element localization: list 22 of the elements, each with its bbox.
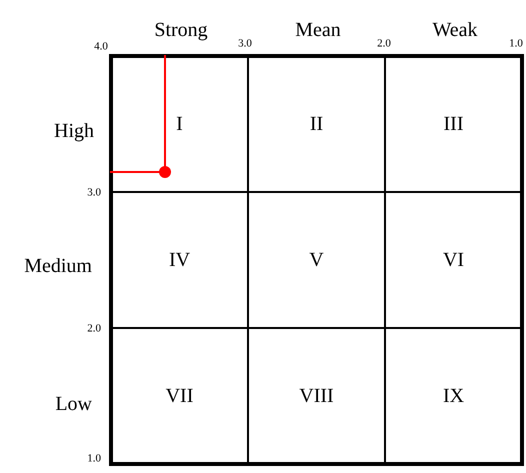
cell-numeral: VI [442, 250, 464, 270]
axis-category: Medium [24, 256, 92, 276]
cell-numeral: V [309, 250, 324, 270]
tick-value: 2.0 [87, 324, 101, 334]
cell-numeral: IV [168, 250, 190, 270]
cell-numeral: II [310, 114, 324, 134]
cell-numeral: III [444, 114, 464, 134]
cell-numeral: IX [442, 386, 464, 406]
axis-category: Weak [432, 20, 478, 40]
tick-value: 4.0 [94, 42, 108, 52]
cell-numeral: VIII [299, 386, 334, 406]
cell-numeral: I [176, 114, 183, 134]
tick-value: 3.0 [238, 38, 252, 50]
axis-category: Strong [154, 20, 208, 40]
tick-value: 2.0 [377, 38, 391, 50]
tick-value: 3.0 [87, 188, 101, 198]
tick-value: 1.0 [87, 454, 101, 464]
axis-category: Low [55, 394, 92, 414]
tick-value: 1.0 [509, 38, 523, 50]
axis-category: Mean [295, 20, 341, 40]
cell-numeral: VII [166, 386, 194, 406]
axis-category: High [54, 121, 94, 141]
